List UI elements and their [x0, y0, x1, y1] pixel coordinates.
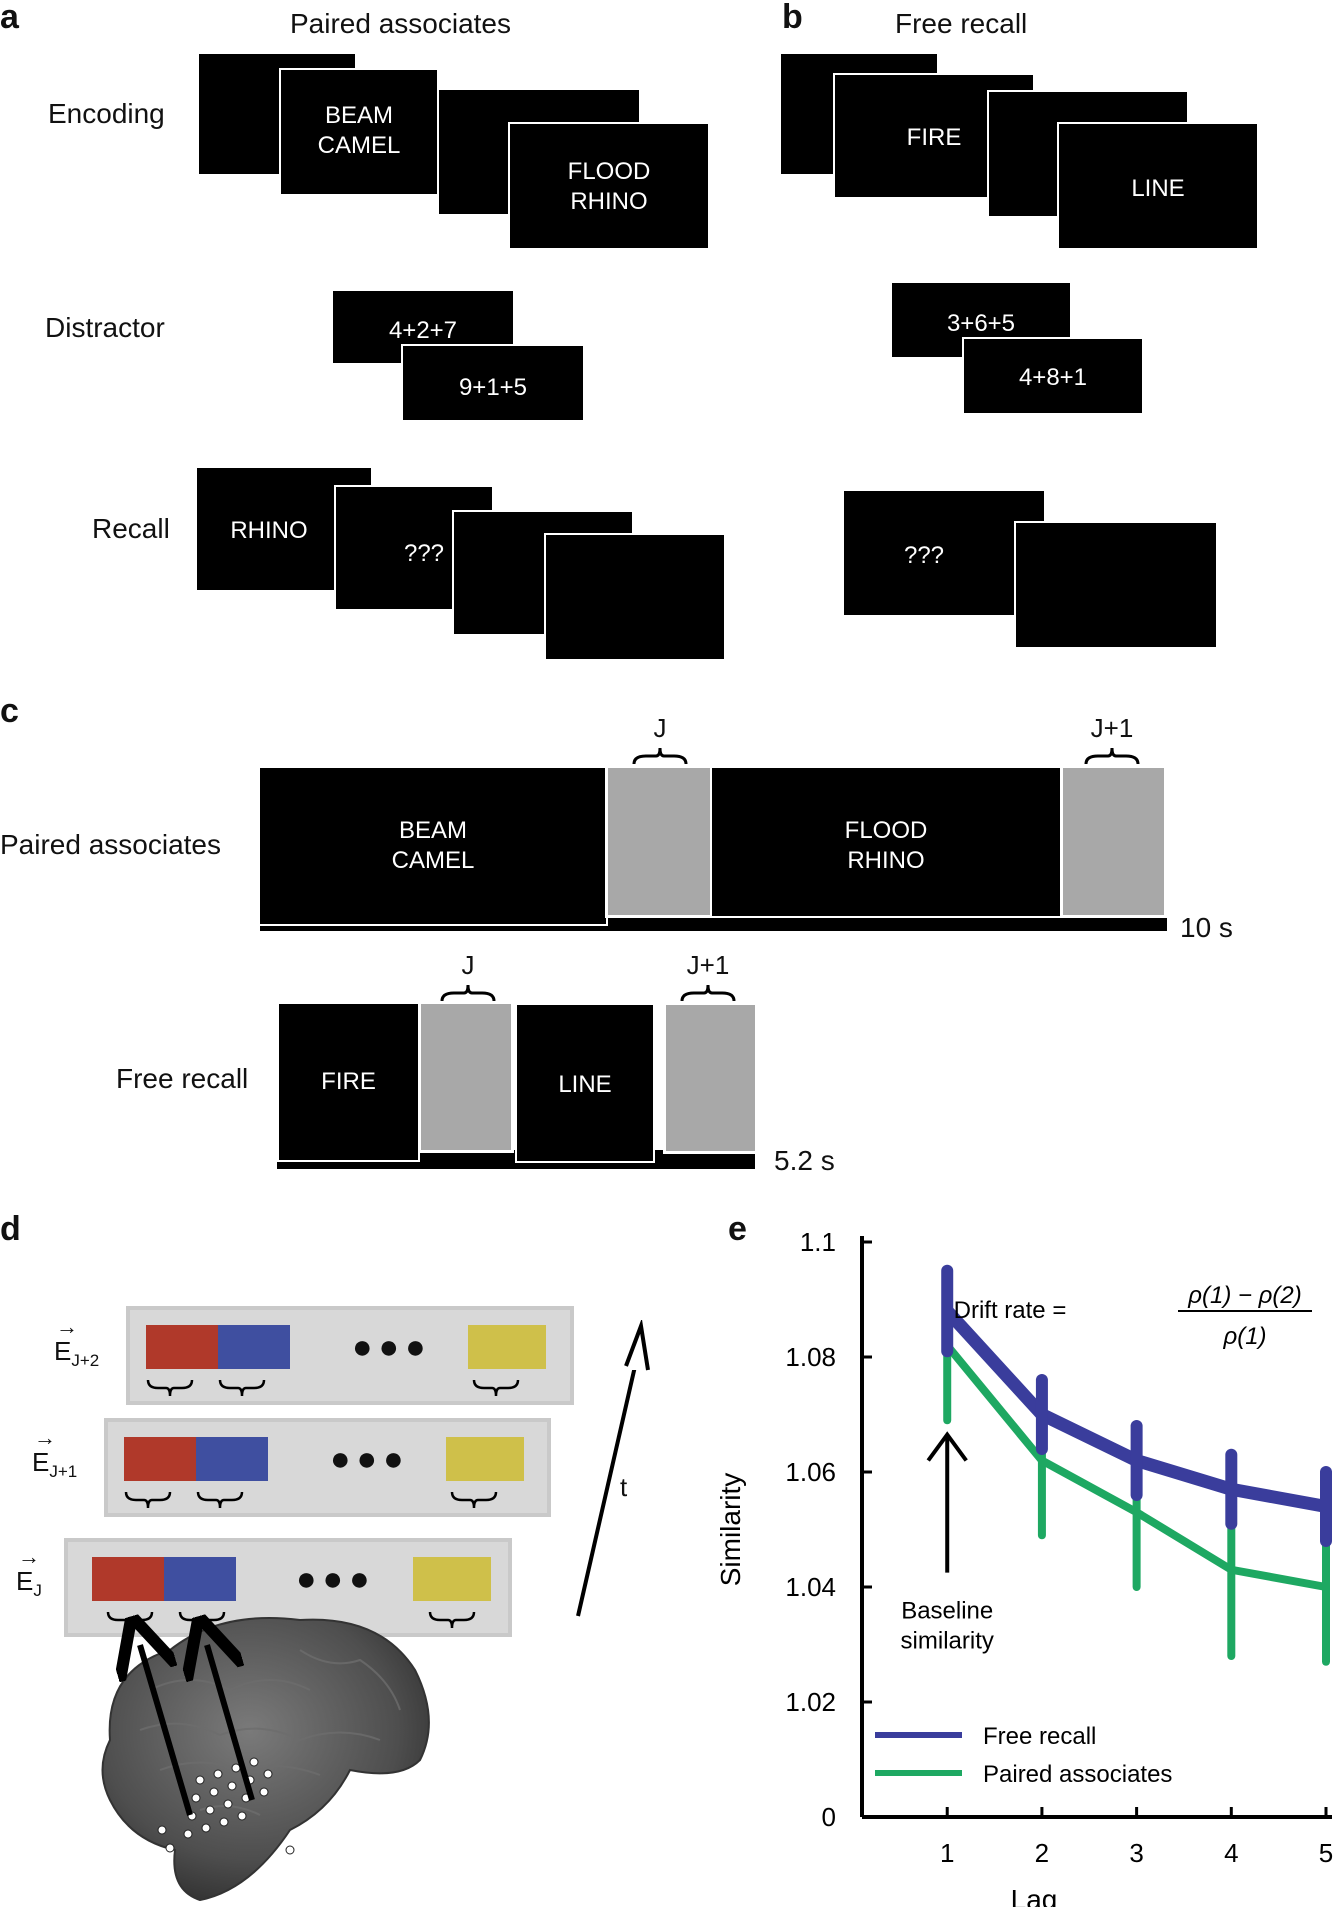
row-label-free-recall: Free recall	[116, 1063, 249, 1094]
duration-label: 10 s	[1180, 912, 1233, 943]
legend-label: Paired associates	[983, 1761, 1172, 1788]
row-label-distractor: Distractor	[45, 312, 165, 343]
y-tick-label: 0	[822, 1802, 836, 1832]
panel-d-graphic	[101, 1370, 637, 1902]
brace-icon: J+1	[1084, 713, 1140, 771]
panel-d-label: d	[0, 1210, 21, 1248]
recall-screen	[544, 533, 726, 661]
recall-interval	[663, 1002, 758, 1154]
ellipsis-icon: ●●●	[352, 1328, 432, 1366]
brace-icon: J	[632, 713, 688, 771]
vector-cell	[124, 1437, 196, 1481]
time-arrow-head-icon	[624, 1320, 650, 1371]
time-label: t	[620, 1472, 628, 1502]
row-label-recall: Recall	[92, 513, 170, 544]
ellipsis-icon: ●●●	[330, 1440, 410, 1478]
duration-label: 5.2 s	[774, 1145, 835, 1176]
y-tick-label: 1.06	[785, 1457, 836, 1487]
encoding-screen: FLOOD RHINO	[508, 122, 710, 250]
vector-cell	[218, 1325, 290, 1369]
y-tick-label: 1.08	[785, 1342, 836, 1372]
y-tick-label: 1.1	[800, 1227, 836, 1257]
row-label-paired-associates: Paired associates	[0, 829, 222, 860]
brace-label: J	[461, 950, 475, 980]
x-tick-label: 2	[1035, 1838, 1049, 1868]
panel-a-label: a	[0, 0, 19, 36]
time-arrow-icon	[576, 1370, 637, 1617]
panel-b-label: b	[782, 0, 803, 36]
x-tick-label: 5	[1319, 1838, 1333, 1868]
distractor-screen: 9+1+5	[401, 344, 585, 422]
electrode-grid	[157, 1757, 295, 1855]
x-tick-label: 1	[940, 1838, 954, 1868]
timeline-screen: LINE	[515, 1003, 655, 1163]
baseline-arrow-head-icon	[926, 1431, 968, 1462]
encoding-screen: LINE	[1057, 122, 1259, 250]
brain-icon	[101, 1617, 430, 1902]
y-axis-label: Similarity	[715, 1473, 746, 1587]
timeline-screen: FLOOD RHINO	[710, 766, 1062, 918]
recall-interval	[1060, 765, 1167, 918]
distractor-screen: 4+8+1	[962, 337, 1144, 415]
annotation-text: Baseline	[901, 1598, 993, 1625]
vector-cell	[92, 1557, 164, 1601]
recall-interval	[418, 1001, 514, 1153]
brace-label: J	[653, 713, 667, 743]
y-tick-label: 1.02	[785, 1687, 836, 1717]
row-label-encoding: Encoding	[48, 98, 165, 129]
recall-screen: ???	[842, 489, 1046, 617]
vector-label: → EJ	[16, 1544, 42, 1601]
formula-numerator: ρ(1) − ρ(2)	[1187, 1282, 1302, 1309]
brace-icon: J+1	[680, 950, 736, 1008]
panel-a-title: Paired associates	[290, 8, 512, 39]
arrow-icon	[207, 1645, 255, 1801]
panel-b-title: Free recall	[895, 8, 1028, 39]
legend-label: Free recall	[983, 1723, 1096, 1750]
vector-cell	[413, 1557, 491, 1601]
arrow-icon	[140, 1645, 193, 1816]
brace-icon: J	[440, 950, 496, 1008]
x-tick-label: 3	[1129, 1838, 1143, 1868]
vector-label: → EJ+2	[54, 1314, 100, 1371]
panel-e-label: e	[728, 1210, 747, 1248]
x-axis-label: Lag	[1011, 1884, 1058, 1907]
ellipsis-icon: ●●●	[296, 1560, 376, 1598]
y-tick-label: 1.04	[785, 1572, 836, 1602]
formula-prefix: Drift rate =	[954, 1297, 1067, 1324]
formula-denominator: ρ(1)	[1222, 1323, 1266, 1350]
vector-cell	[146, 1325, 218, 1369]
vector-cell	[446, 1437, 524, 1481]
vector-cell	[196, 1437, 268, 1481]
encoding-screen: BEAM CAMEL	[279, 68, 439, 196]
vector-cell	[468, 1325, 546, 1369]
vector-cell	[164, 1557, 236, 1601]
timeline-screen: FIRE	[277, 1002, 420, 1162]
vector-label: → EJ+1	[32, 1425, 78, 1482]
vector-arrow-icon: →	[18, 1544, 40, 1569]
timeline-screen: BEAM CAMEL	[258, 766, 608, 926]
brace-label: J+1	[1090, 713, 1134, 743]
recall-screen	[1014, 521, 1218, 649]
annotation-text: similarity	[901, 1628, 994, 1655]
x-tick-label: 4	[1224, 1838, 1238, 1868]
brace-icon	[106, 1379, 520, 1629]
vector-arrow-icon: →	[34, 1425, 56, 1450]
recall-interval	[605, 765, 713, 918]
vector-arrow-icon: →	[56, 1314, 78, 1339]
panel-c-label: c	[0, 692, 19, 730]
brace-label: J+1	[686, 950, 730, 980]
